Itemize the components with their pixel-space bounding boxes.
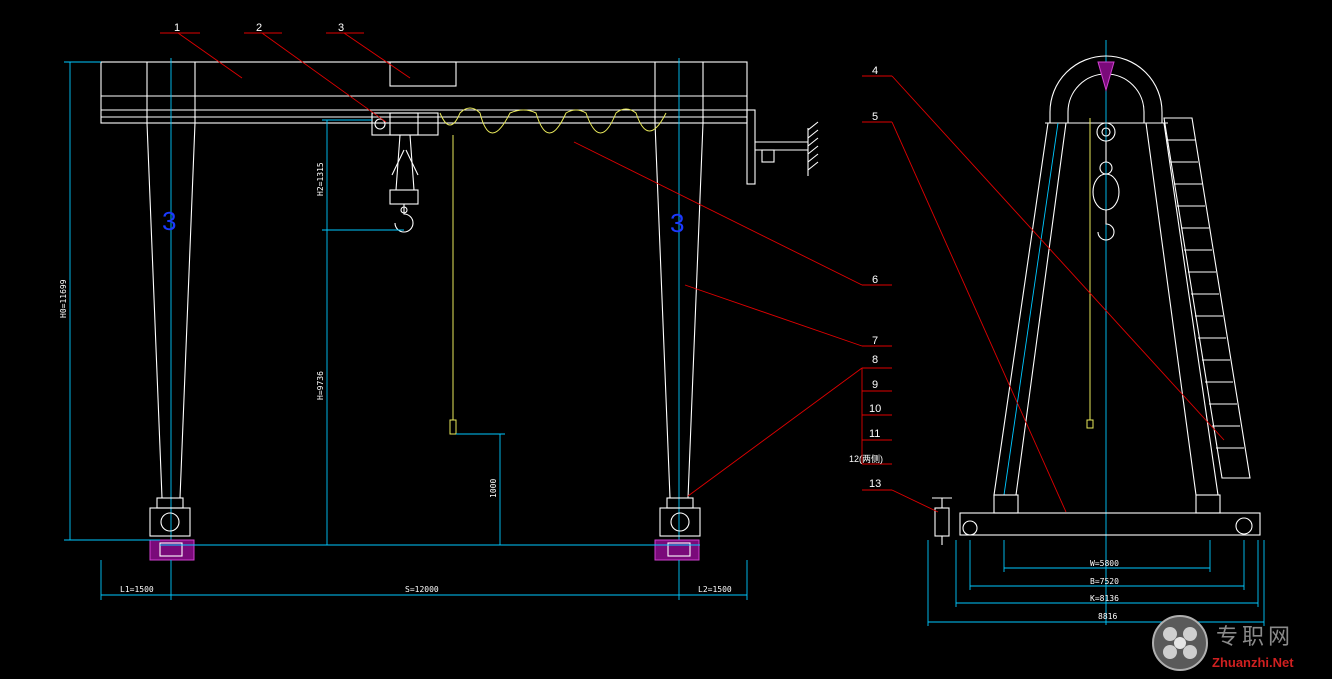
callout-12: 12(两侧) <box>849 453 883 464</box>
callout-13: 13 <box>869 478 881 490</box>
main-girder <box>100 61 748 124</box>
capacity-mark-left: 3 <box>162 206 176 236</box>
right-bogie <box>654 497 701 561</box>
watermark-en: Zhuanzhi.Net <box>1212 655 1294 670</box>
dim-l2: L2=1500 <box>698 585 732 594</box>
dim-total: 8816 <box>1098 612 1117 621</box>
callout-10: 10 <box>869 403 881 415</box>
callout-8: 8 <box>872 354 878 366</box>
dim-w: W=5800 <box>1090 559 1119 568</box>
callouts: 1 2 3 4 5 6 7 8 9 10 11 12(两侧) 13 <box>160 22 1225 513</box>
arch-outer <box>1049 55 1163 123</box>
dim-h1: 1000 <box>489 479 498 498</box>
dim-l1: L1=1500 <box>120 585 154 594</box>
left-bogie <box>149 497 195 561</box>
side-leg-right <box>1145 122 1219 496</box>
side-leg-left <box>993 122 1067 496</box>
callout-9: 9 <box>872 379 878 391</box>
callout-1: 1 <box>174 22 180 34</box>
dim-h0: H0=11699 <box>59 279 68 318</box>
sill-beam <box>959 512 1261 536</box>
dim-k: K=8136 <box>1090 594 1119 603</box>
side-hook-icon <box>1097 210 1115 241</box>
dim-span: S=12000 <box>405 585 439 594</box>
callout-3: 3 <box>338 22 344 34</box>
watermark-cn: 专职网 <box>1216 625 1294 650</box>
dim-h: H=9736 <box>316 371 325 400</box>
side-dimensions: W=5800 B=7520 K=8136 8816 <box>927 540 1265 626</box>
dim-b: B=7520 <box>1090 577 1119 586</box>
callout-11: 11 <box>869 428 880 440</box>
cab-window <box>389 61 457 87</box>
front-view: 3 3 <box>100 58 819 561</box>
hoist-trolley <box>371 112 439 233</box>
hook-icon <box>394 204 414 233</box>
front-dimensions: H0=11699 H2=1315 H=9736 1000 L1=1500 S=1… <box>59 61 748 600</box>
pendant-control <box>449 419 457 435</box>
capacity-mark-right: 3 <box>670 208 684 238</box>
side-hook-block <box>1092 122 1120 241</box>
watermark: 专职网 Zhuanzhi.Net <box>1152 615 1294 671</box>
callout-7: 7 <box>872 335 878 347</box>
callout-6: 6 <box>872 274 878 286</box>
side-view <box>932 40 1261 625</box>
festoon-cable <box>439 107 667 134</box>
callout-5: 5 <box>872 111 878 123</box>
ladder <box>1163 117 1251 479</box>
callout-4: 4 <box>872 65 878 77</box>
dim-h2: H2=1315 <box>316 162 325 196</box>
callout-2: 2 <box>256 22 262 34</box>
